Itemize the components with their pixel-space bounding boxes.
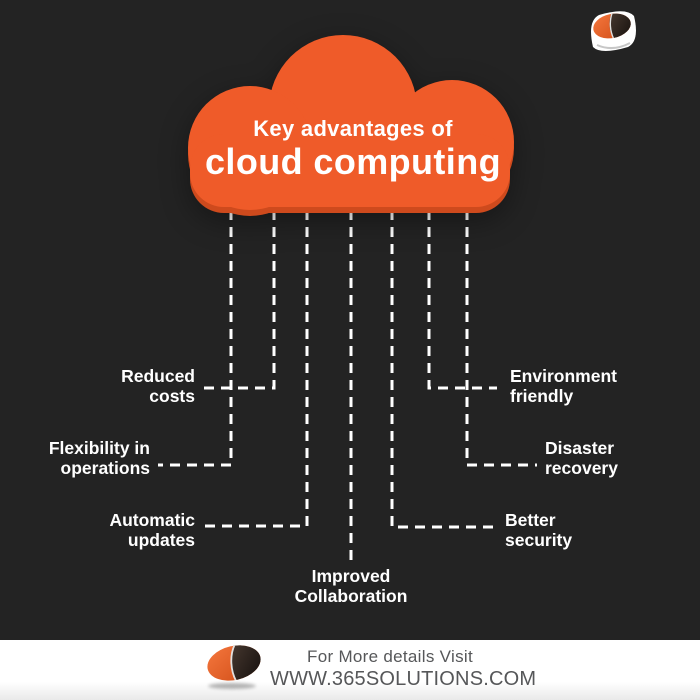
footer-brand-logo-icon [207,642,265,689]
connector-reduced-costs [200,210,276,390]
footer-tagline: For More details Visit [307,647,473,666]
cloud-body [188,35,514,210]
brand-logo-icon [591,10,636,51]
connector-environment-friendly [427,210,497,390]
connector-automatic-updates [205,210,309,528]
connector-better-security [390,210,495,529]
connector-flexibility-operations [158,210,233,467]
advantage-label-improved-collaboration: Improved Collaboration [294,566,408,606]
footer-bar: For More details Visit WWW.365SOLUTIONS.… [0,640,700,700]
cloud-shape [188,35,514,216]
advantage-label-environment-friendly: Environment friendly [510,366,617,406]
connector-disaster-recovery [465,210,537,467]
advantage-label-flexibility-operations: Flexibility in operations [48,438,150,478]
advantage-label-better-security: Better security [505,510,573,550]
advantage-label-automatic-updates: Automatic updates [109,510,195,550]
advantage-label-reduced-costs: Reduced costs [121,366,195,406]
advantage-label-disaster-recovery: Disaster recovery [545,438,618,478]
footer-text: For More details Visit WWW.365SOLUTIONS.… [270,646,537,691]
footer-logo-shadow [208,683,256,689]
footer-website-url: WWW.365SOLUTIONS.COM [270,668,537,690]
